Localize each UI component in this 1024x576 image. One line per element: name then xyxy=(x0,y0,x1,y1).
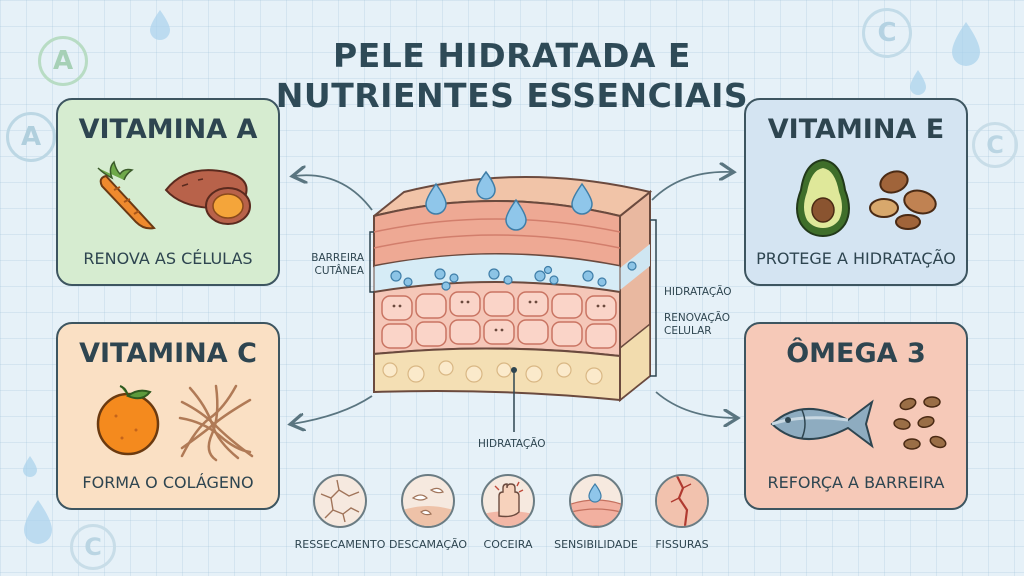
avocado-icon xyxy=(796,158,850,238)
title-line-2: NUTRIENTES ESSENCIAIS xyxy=(275,76,749,115)
decor-letter-c-bottom: C xyxy=(70,524,116,570)
label-cell-renewal-line-1: RENOVAÇÃO xyxy=(664,312,730,324)
label-cell-renewal: RENOVAÇÃO CELULAR xyxy=(664,312,730,338)
issue-dryness-label: RESSECAMENTO xyxy=(294,538,386,551)
issue-sensitivity: SENSIBILIDADE xyxy=(546,474,646,551)
label-barrier-line-2: CUTÂNEA xyxy=(314,265,364,277)
card-vitamin-c-title: VITAMINA C xyxy=(79,338,257,369)
label-hydration-right: HIDRATAÇÃO xyxy=(664,286,732,298)
decor-letter-c-top: C xyxy=(862,8,912,58)
issue-itching: COCEIRA xyxy=(458,474,558,551)
sweet-potato-icon xyxy=(164,169,251,225)
card-omega-3-caption: REFORÇA A BARREIRA xyxy=(767,473,945,492)
title-line-1: PELE HIDRATADA E xyxy=(333,36,691,75)
scratching-hand-icon xyxy=(481,474,535,528)
nuts-icon xyxy=(869,170,937,230)
label-hydration-bottom: HIDRATAÇÃO xyxy=(478,438,546,450)
card-omega-3: ÔMEGA 3 REFORÇA A BARREIRA xyxy=(744,322,968,510)
card-vitamin-a-title: VITAMINA A xyxy=(78,114,258,145)
issue-fissures-label: FISSURAS xyxy=(655,538,709,551)
dry-skin-icon xyxy=(313,474,367,528)
card-omega-3-title: ÔMEGA 3 xyxy=(786,338,926,369)
issue-dryness: RESSECAMENTO xyxy=(290,474,390,551)
cracked-skin-icon xyxy=(655,474,709,528)
issue-fissures: FISSURAS xyxy=(632,474,732,551)
label-cell-renewal-line-2: CELULAR xyxy=(664,325,712,337)
label-barrier: BARREIRA CUTÂNEA xyxy=(300,252,364,278)
card-vitamin-e-title: VITAMINA E xyxy=(767,114,945,145)
card-vitamin-c-caption: FORMA O COLÁGENO xyxy=(82,473,254,492)
seeds-icon xyxy=(893,396,947,450)
issue-itching-label: COCEIRA xyxy=(483,538,533,551)
issue-peeling: DESCAMAÇÃO xyxy=(378,474,478,551)
collagen-fibers-icon xyxy=(178,384,254,462)
skin-cross-section xyxy=(373,170,653,432)
label-barrier-line-1: BARREIRA xyxy=(311,252,364,264)
decor-letter-a-left: A xyxy=(6,112,56,162)
card-vitamin-e: VITAMINA E PROTEGE A HIDRATAÇÃO xyxy=(744,98,968,286)
card-vitamin-e-caption: PROTEGE A HIDRATAÇÃO xyxy=(756,249,956,268)
orange-icon xyxy=(96,385,160,456)
page-title: PELE HIDRATADA E NUTRIENTES ESSENCIAIS xyxy=(262,36,762,116)
card-vitamin-c: VITAMINA C FORMA O COLÁGENO xyxy=(56,322,280,510)
fish-icon xyxy=(770,399,874,449)
issue-sensitivity-label: SENSIBILIDADE xyxy=(554,538,638,551)
decor-letter-c-right: C xyxy=(972,122,1018,168)
card-vitamin-a: VITAMINA A RENOVA AS CÉLULAS xyxy=(56,98,280,286)
sensitive-skin-icon xyxy=(569,474,623,528)
decor-letter-a-top: A xyxy=(38,36,88,86)
issue-peeling-label: DESCAMAÇÃO xyxy=(388,538,468,551)
peeling-icon xyxy=(401,474,455,528)
card-vitamin-a-caption: RENOVA AS CÉLULAS xyxy=(83,249,253,268)
carrot-icon xyxy=(97,160,156,230)
